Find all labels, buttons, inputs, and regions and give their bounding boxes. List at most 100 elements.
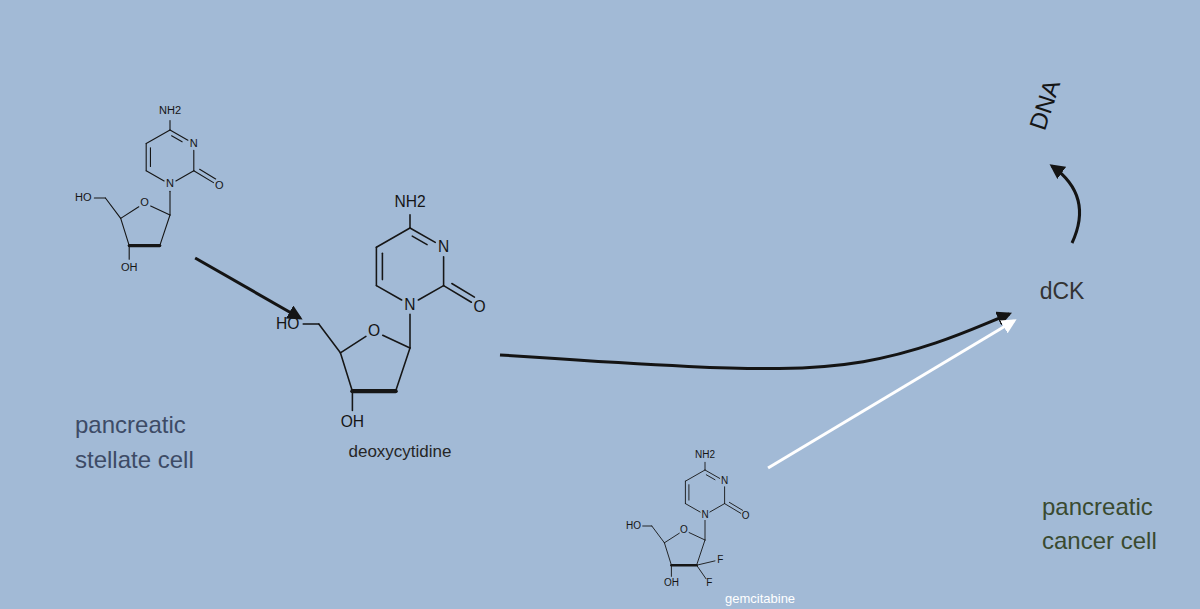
atom-label: O	[742, 511, 750, 521]
bond	[418, 286, 443, 300]
atom-label: F	[717, 555, 723, 565]
node-label: dCK	[1040, 279, 1085, 304]
bond	[172, 136, 183, 142]
atom-label: HO	[626, 521, 641, 531]
bond	[319, 324, 341, 353]
bond	[383, 335, 410, 348]
bond	[193, 150, 194, 170]
bond	[729, 502, 742, 510]
cell-body	[725, 0, 1200, 609]
bond	[129, 246, 130, 260]
structural-formula	[94, 121, 215, 260]
node-label: gemcitabine	[725, 592, 795, 607]
bond	[146, 171, 164, 181]
flow-arrow	[195, 258, 300, 318]
enzyme-ellipse: dCK	[1006, 241, 1118, 344]
bond	[169, 121, 170, 130]
bond	[412, 236, 427, 244]
molecule-node: deoxycytidine	[300, 190, 500, 470]
bond	[688, 485, 689, 500]
bond	[151, 206, 170, 215]
atom-label: N	[190, 138, 198, 149]
atom-label: OH	[664, 578, 679, 588]
bond	[129, 244, 160, 247]
bond	[160, 215, 170, 246]
bond	[169, 191, 170, 215]
bond	[697, 565, 706, 579]
flow-arrow	[500, 314, 1009, 369]
bond	[105, 198, 120, 218]
atom-label: O	[215, 181, 224, 192]
bond	[396, 348, 410, 391]
bond	[452, 284, 475, 298]
atom-label: F	[706, 578, 712, 588]
enzyme-body	[992, 226, 1133, 357]
bond	[689, 533, 705, 540]
molecule-node: gemcitabine	[630, 445, 810, 609]
bond	[671, 564, 696, 567]
atom-label: OH	[341, 415, 364, 431]
bond	[94, 197, 105, 198]
atom-label: HO	[276, 316, 299, 332]
atom-label: NH2	[159, 106, 181, 117]
bond	[705, 520, 706, 540]
bond	[409, 215, 411, 228]
bond	[146, 144, 147, 171]
node-outline	[300, 190, 500, 470]
atom-label: NH2	[695, 450, 715, 460]
node-label: deoxycytidine	[300, 442, 500, 462]
bond	[121, 207, 139, 219]
bond	[170, 130, 188, 140]
bond	[146, 130, 170, 144]
atom-label: O	[474, 299, 486, 315]
node-label: pancreatic cancer cell	[1042, 490, 1192, 557]
atom-label: N	[438, 239, 449, 255]
atom-label: O	[680, 525, 688, 535]
bond	[382, 253, 384, 279]
bond	[409, 314, 411, 348]
atom-label: N	[721, 476, 728, 486]
bond	[706, 475, 715, 480]
transporter-protein	[929, 375, 976, 422]
bond	[664, 543, 671, 565]
bond	[200, 169, 216, 179]
bond	[352, 389, 395, 393]
bond	[352, 391, 354, 410]
transporter-protein	[902, 307, 949, 354]
atom-label: O	[140, 198, 149, 209]
node-label: pancreatic stellate cell	[75, 408, 225, 478]
bond	[444, 286, 472, 303]
bond	[121, 218, 130, 245]
bond	[443, 257, 445, 286]
node-outline	[630, 445, 810, 609]
atom-label: N	[701, 510, 708, 520]
bond	[340, 336, 366, 352]
cancer-cell: pancreatic cancer cell dCK	[720, 0, 1200, 609]
dna-arrow	[1052, 166, 1080, 243]
structural-formula	[303, 215, 474, 411]
bond	[664, 533, 679, 543]
bond	[410, 228, 435, 242]
bond	[671, 565, 672, 576]
bond	[685, 470, 705, 481]
stellate-cell-back	[0, 55, 50, 205]
bond	[685, 481, 686, 503]
bond	[194, 171, 214, 183]
bond	[697, 540, 705, 565]
bond	[724, 487, 725, 504]
atom-label: O	[368, 323, 380, 339]
bond	[150, 148, 151, 167]
bond	[652, 526, 665, 543]
bond	[725, 504, 741, 514]
bond	[376, 286, 401, 300]
atom-label: N	[166, 179, 174, 190]
product-label: DNA	[1026, 77, 1064, 133]
atom-label: OH	[121, 262, 138, 273]
transporter-protein	[208, 294, 257, 343]
bond	[705, 470, 720, 478]
bond	[340, 353, 352, 391]
